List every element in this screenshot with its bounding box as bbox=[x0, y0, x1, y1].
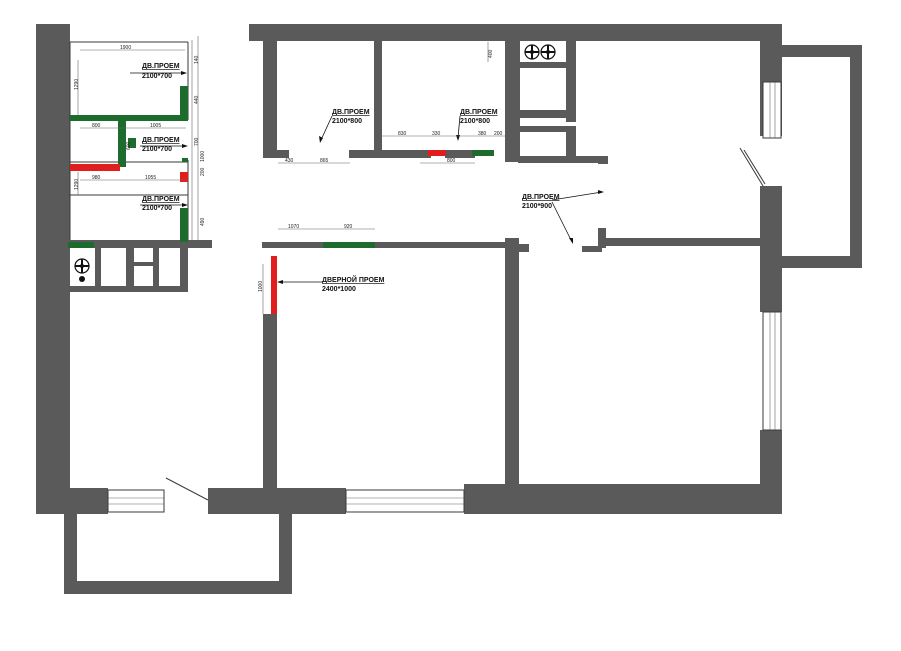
wall-top-left bbox=[36, 24, 70, 42]
dimension-value: 1005 bbox=[150, 123, 161, 129]
wall-bottom-mid2 bbox=[464, 484, 782, 514]
partition-green bbox=[180, 86, 188, 120]
dimension-value: 330 bbox=[432, 131, 441, 137]
dimension-value: 380 bbox=[478, 131, 487, 137]
partition-green bbox=[70, 115, 188, 121]
door-label-size: 2100*800 bbox=[460, 118, 490, 125]
new-partitions bbox=[68, 86, 494, 248]
balcony-bottom bbox=[64, 512, 292, 594]
stove-burner-icon bbox=[524, 44, 540, 60]
dimension-value: 600 bbox=[126, 141, 132, 150]
door-label-title: ДВ.ПРОЕМ bbox=[142, 196, 180, 203]
partition-green bbox=[118, 121, 126, 167]
dimension-value: 1055 bbox=[145, 175, 156, 181]
dimension-value: 980 bbox=[92, 175, 101, 181]
dimension-value: 1000 bbox=[258, 281, 264, 292]
door-label-size: 2400*1000 bbox=[322, 286, 356, 293]
balcony-right bbox=[782, 45, 862, 268]
door-label-title: ДВ.ПРОЕМ bbox=[332, 109, 370, 116]
partition-green bbox=[323, 242, 375, 248]
dimension-value: 830 bbox=[398, 131, 407, 137]
dimension-value: 1000 bbox=[200, 151, 206, 162]
wall-bottom-sill bbox=[277, 488, 346, 514]
door-label-size: 2100*700 bbox=[142, 205, 172, 212]
doors bbox=[165, 147, 766, 501]
partition-green bbox=[180, 208, 188, 242]
window bbox=[345, 489, 465, 513]
windows bbox=[107, 81, 782, 513]
partition-green bbox=[182, 158, 188, 162]
dimension-value: 1070 bbox=[288, 224, 299, 230]
dimension-value: 430 bbox=[285, 158, 294, 164]
wall-red bbox=[271, 256, 277, 314]
interior-walls bbox=[68, 38, 764, 490]
door-label-size: 2100*700 bbox=[142, 146, 172, 153]
partition-green bbox=[472, 150, 494, 156]
wall-red bbox=[70, 164, 120, 171]
dimension-value: 920 bbox=[344, 224, 353, 230]
dimension-value: 200 bbox=[494, 131, 503, 137]
window bbox=[762, 311, 782, 431]
door-label-title: ДВ.ПРОЕМ bbox=[460, 109, 498, 116]
door-label-size: 2100*900 bbox=[522, 203, 552, 210]
window bbox=[107, 489, 165, 513]
demolition-walls bbox=[70, 150, 446, 314]
wall-red bbox=[180, 172, 188, 182]
dimension-value: 700 bbox=[194, 137, 200, 146]
wall-right-mid bbox=[760, 186, 782, 312]
door-label-title: ДВЕРНОЙ ПРОЕМ bbox=[322, 275, 385, 284]
door-label-size: 2100*700 bbox=[142, 73, 172, 80]
dimension-value: 1290 bbox=[74, 179, 80, 190]
dimension-value: 865 bbox=[320, 158, 329, 164]
exterior-walls bbox=[36, 24, 782, 514]
window bbox=[762, 81, 782, 139]
partition-green bbox=[68, 242, 94, 248]
stove-burner-icon bbox=[74, 258, 90, 282]
door-labels: ДВ.ПРОЕМ 2100*700 ДВ.ПРОЕМ 2100*700 ДВ.П… bbox=[142, 63, 560, 293]
wall-bottom-left bbox=[36, 488, 108, 514]
wall-top-main bbox=[249, 24, 782, 41]
partition-green bbox=[128, 138, 136, 148]
dimension-value: 440 bbox=[194, 95, 200, 104]
dimension-texts: 1900 800 1005 980 1055 430 865 830 330 8… bbox=[74, 45, 503, 292]
door-label-title: ДВ.ПРОЕМ bbox=[522, 194, 560, 201]
door-label-title: ДВ.ПРОЕМ bbox=[142, 63, 180, 70]
dimension-value: 800 bbox=[92, 123, 101, 129]
wall-left-outer bbox=[36, 24, 70, 514]
dimension-value: 200 bbox=[200, 167, 206, 176]
dimension-value: 1290 bbox=[74, 79, 80, 90]
door-label-title: ДВ.ПРОЕМ bbox=[142, 137, 180, 144]
stove-burner-icon bbox=[540, 44, 556, 60]
dimension-value: 140 bbox=[194, 55, 200, 64]
dimension-value: 800 bbox=[447, 158, 456, 164]
door-label-size: 2100*800 bbox=[332, 118, 362, 125]
dimension-value: 1900 bbox=[120, 45, 131, 51]
dimension-value: 490 bbox=[200, 217, 206, 226]
door-leaf bbox=[165, 477, 209, 501]
dimension-lines bbox=[77, 36, 505, 314]
dimension-value: 400 bbox=[488, 49, 494, 58]
label-arrows bbox=[130, 71, 604, 284]
wall-red bbox=[428, 150, 446, 156]
door-leaf bbox=[739, 147, 764, 187]
